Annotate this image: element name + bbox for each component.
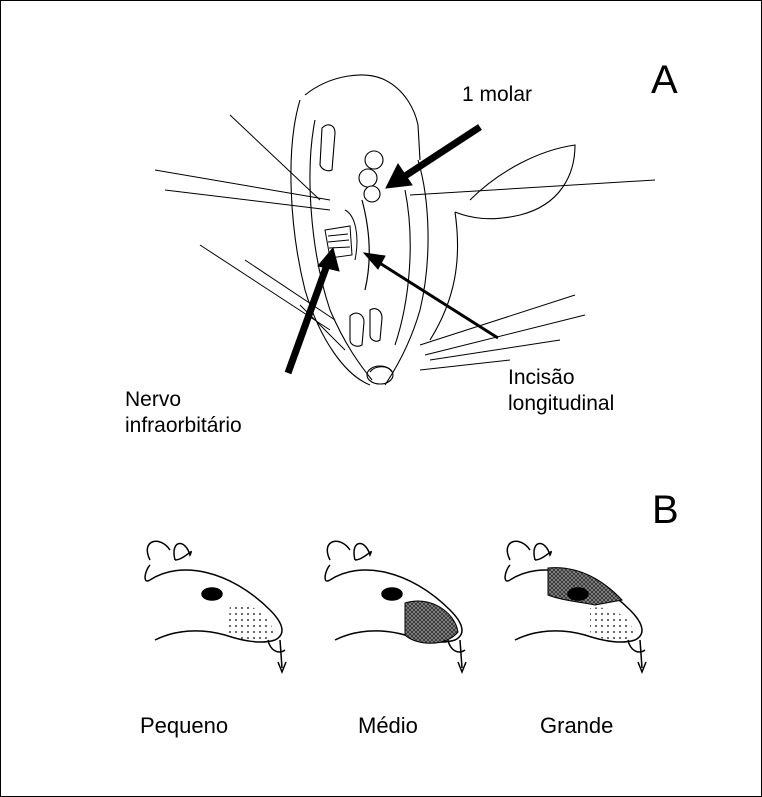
panel-a-letter: A	[651, 58, 678, 103]
caption-small: Pequeno	[140, 713, 228, 739]
panel-b-letter: B	[652, 488, 679, 533]
incision-label-line-2: longitudinal	[508, 391, 614, 417]
nerve-label: Nervo infraorbitário	[125, 387, 242, 439]
caption-large: Grande	[540, 713, 613, 739]
molar-label: 1 molar	[462, 82, 532, 108]
nerve-label-line-1: Nervo	[125, 387, 242, 413]
incision-label: Incisão longitudinal	[508, 365, 614, 417]
nerve-label-line-2: infraorbitário	[125, 413, 242, 439]
incision-label-line-1: Incisão	[508, 365, 614, 391]
caption-medium: Médio	[358, 713, 418, 739]
